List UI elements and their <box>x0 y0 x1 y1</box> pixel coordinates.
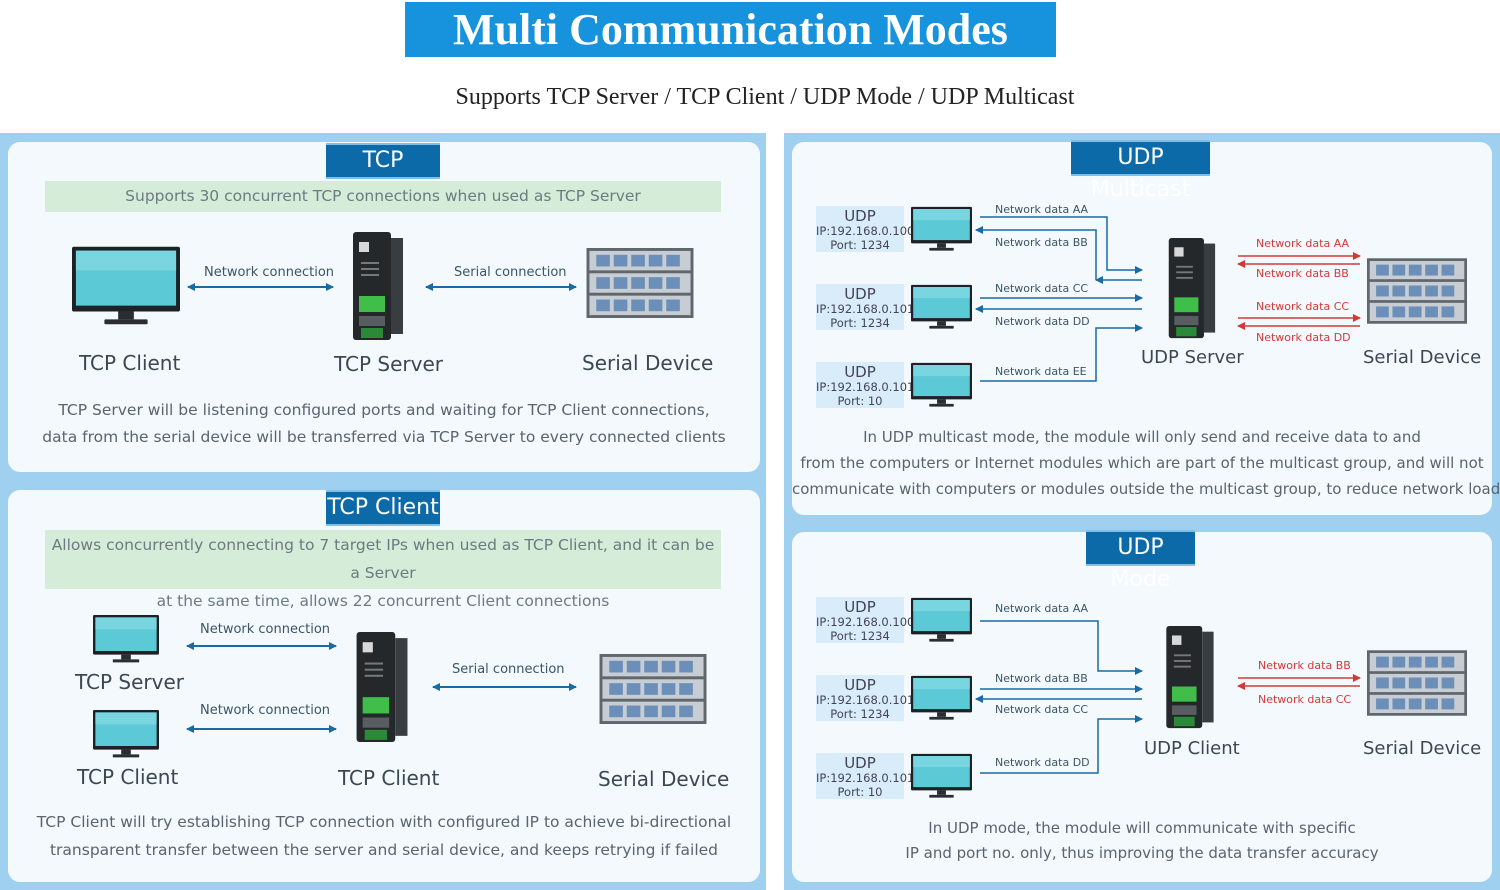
gateway-module-icon <box>1168 238 1216 339</box>
gateway-module-icon <box>1166 626 1214 729</box>
udp-mode-arrows <box>975 620 1361 774</box>
monitor-icon <box>911 206 972 251</box>
server-rack-icon <box>599 654 707 724</box>
network-connection-label: Network connection <box>200 622 331 637</box>
module-tcp-client-label: TCP Client <box>338 766 440 790</box>
server-rack-icon <box>586 248 694 318</box>
serial-device-label: Serial Device <box>1363 738 1482 759</box>
tcp-server-desc-2: data from the serial device will be tran… <box>42 428 726 446</box>
network-data-label: Network data EE <box>995 365 1087 378</box>
udp-host-ip: IP:192.168.0.101 <box>816 302 915 316</box>
monitor-icon <box>93 615 159 663</box>
serial-data-label: Network data AA <box>1256 237 1350 250</box>
udp-host-port: Port: 10 <box>837 394 883 408</box>
tcp-client-note: Allows concurrently connecting to 7 targ… <box>45 530 721 610</box>
udp-host-box: UDP IP:192.168.0.101 Port: 1234 <box>816 284 915 330</box>
server-rack-icon <box>1367 650 1467 716</box>
tcp-server-label: TCP Server <box>334 352 444 376</box>
udp-mode-title: UDP Mode <box>1086 530 1195 592</box>
monitor-icon <box>93 710 159 758</box>
tcp-client-arrows <box>186 642 577 733</box>
udp-host-ip: IP:192.168.0.101 <box>816 380 915 394</box>
serial-device-label: Serial Device <box>598 767 730 791</box>
serial-data-label: Network data BB <box>1258 659 1351 672</box>
udp-host-port: Port: 1234 <box>830 707 890 721</box>
gateway-module-icon <box>353 232 403 340</box>
udp-multicast-desc-1: In UDP multicast mode, the module will o… <box>863 428 1421 446</box>
udp-host-ip: IP:192.168.0.100 <box>816 224 915 238</box>
udp-server-label: UDP Server <box>1141 347 1244 368</box>
serial-connection-label: Serial connection <box>452 662 565 677</box>
udp-host-ip: IP:192.168.0.101 <box>816 693 915 707</box>
monitor-icon <box>72 246 180 325</box>
tcp-client-desc-1: TCP Client will try establishing TCP con… <box>36 813 732 831</box>
udp-host-ip: IP:192.168.0.100 <box>816 615 915 629</box>
udp-host-port: Port: 1234 <box>830 316 890 330</box>
monitor-icon <box>911 597 972 642</box>
server-rack-icon <box>1367 258 1467 324</box>
network-connection-label: Network connection <box>200 703 331 718</box>
serial-device-label: Serial Device <box>1363 347 1482 368</box>
network-data-label: Network data BB <box>995 672 1088 685</box>
udp-host-port: Port: 10 <box>837 785 883 799</box>
serial-data-label: Network data CC <box>1256 300 1350 313</box>
udp-host-proto: UDP <box>844 676 876 694</box>
udp-host-box: UDP IP:192.168.0.100 Port: 1234 <box>816 206 915 252</box>
serial-connection-label: Serial connection <box>454 265 567 280</box>
tcp-client-title: TCP Client <box>326 490 440 526</box>
serial-data-label: Network data DD <box>1256 331 1351 344</box>
udp-host-box: UDP IP:192.168.0.101 Port: 1234 <box>816 675 915 721</box>
udp-mode-desc-1: In UDP mode, the module will communicate… <box>928 819 1356 837</box>
network-data-label: Network data CC <box>995 282 1089 295</box>
udp-multicast-desc-3: communicate with computers or modules ou… <box>792 480 1500 498</box>
tcp-server-title: TCP Server <box>326 143 440 205</box>
network-data-label: Network data BB <box>995 236 1088 249</box>
udp-multicast-title: UDP Multicast <box>1071 140 1210 202</box>
udp-host-proto: UDP <box>844 207 876 225</box>
tcp-server-note: Supports 30 concurrent TCP connections w… <box>45 181 721 212</box>
tcp-client-label: TCP Client <box>79 351 181 375</box>
tcp-server-arrows <box>187 283 577 291</box>
network-connection-label: Network connection <box>204 265 335 280</box>
udp-host-proto: UDP <box>844 598 876 616</box>
subtitle: Supports TCP Server / TCP Client / UDP M… <box>455 84 1075 110</box>
udp-host-proto: UDP <box>844 363 876 381</box>
monitor-icon <box>911 675 972 720</box>
tcp-client-label: TCP Client <box>77 765 179 789</box>
serial-data-label: Network data BB <box>1256 267 1349 280</box>
udp-client-label: UDP Client <box>1144 738 1240 759</box>
udp-host-proto: UDP <box>844 754 876 772</box>
network-data-label: Network data AA <box>995 602 1089 615</box>
network-data-label: Network data DD <box>995 756 1090 769</box>
tcp-server-desc-1: TCP Server will be listening configured … <box>58 401 710 419</box>
monitor-icon <box>911 284 972 329</box>
serial-device-label: Serial Device <box>582 351 714 375</box>
monitor-icon <box>911 753 972 798</box>
main-title: Multi Communication Modes <box>405 2 1056 57</box>
network-data-label: Network data AA <box>995 203 1089 216</box>
udp-mode-desc-2: IP and port no. only, thus improving the… <box>905 844 1379 862</box>
network-data-label: Network data CC <box>995 703 1089 716</box>
udp-host-ip: IP:192.168.0.101 <box>816 771 915 785</box>
udp-host-box: UDP IP:192.168.0.100 Port: 1234 <box>816 597 915 643</box>
udp-host-box: UDP IP:192.168.0.101 Port: 10 <box>816 753 915 799</box>
tcp-client-desc-2: transparent transfer between the server … <box>49 841 719 859</box>
gateway-module-icon <box>356 632 408 742</box>
tcp-client-note-line1: Allows concurrently connecting to 7 targ… <box>51 536 715 582</box>
serial-data-label: Network data CC <box>1258 693 1352 706</box>
udp-host-port: Port: 1234 <box>830 629 890 643</box>
tcp-server-label: TCP Server <box>75 670 185 694</box>
tcp-client-note-line2: at the same time, allows 22 concurrent C… <box>156 592 610 610</box>
udp-host-proto: UDP <box>844 285 876 303</box>
udp-multicast-arrows <box>975 216 1361 382</box>
monitor-icon <box>911 362 972 407</box>
udp-host-port: Port: 1234 <box>830 238 890 252</box>
udp-host-box: UDP IP:192.168.0.101 Port: 10 <box>816 362 915 408</box>
udp-multicast-desc-2: from the computers or Internet modules w… <box>800 454 1484 472</box>
network-data-label: Network data DD <box>995 315 1090 328</box>
